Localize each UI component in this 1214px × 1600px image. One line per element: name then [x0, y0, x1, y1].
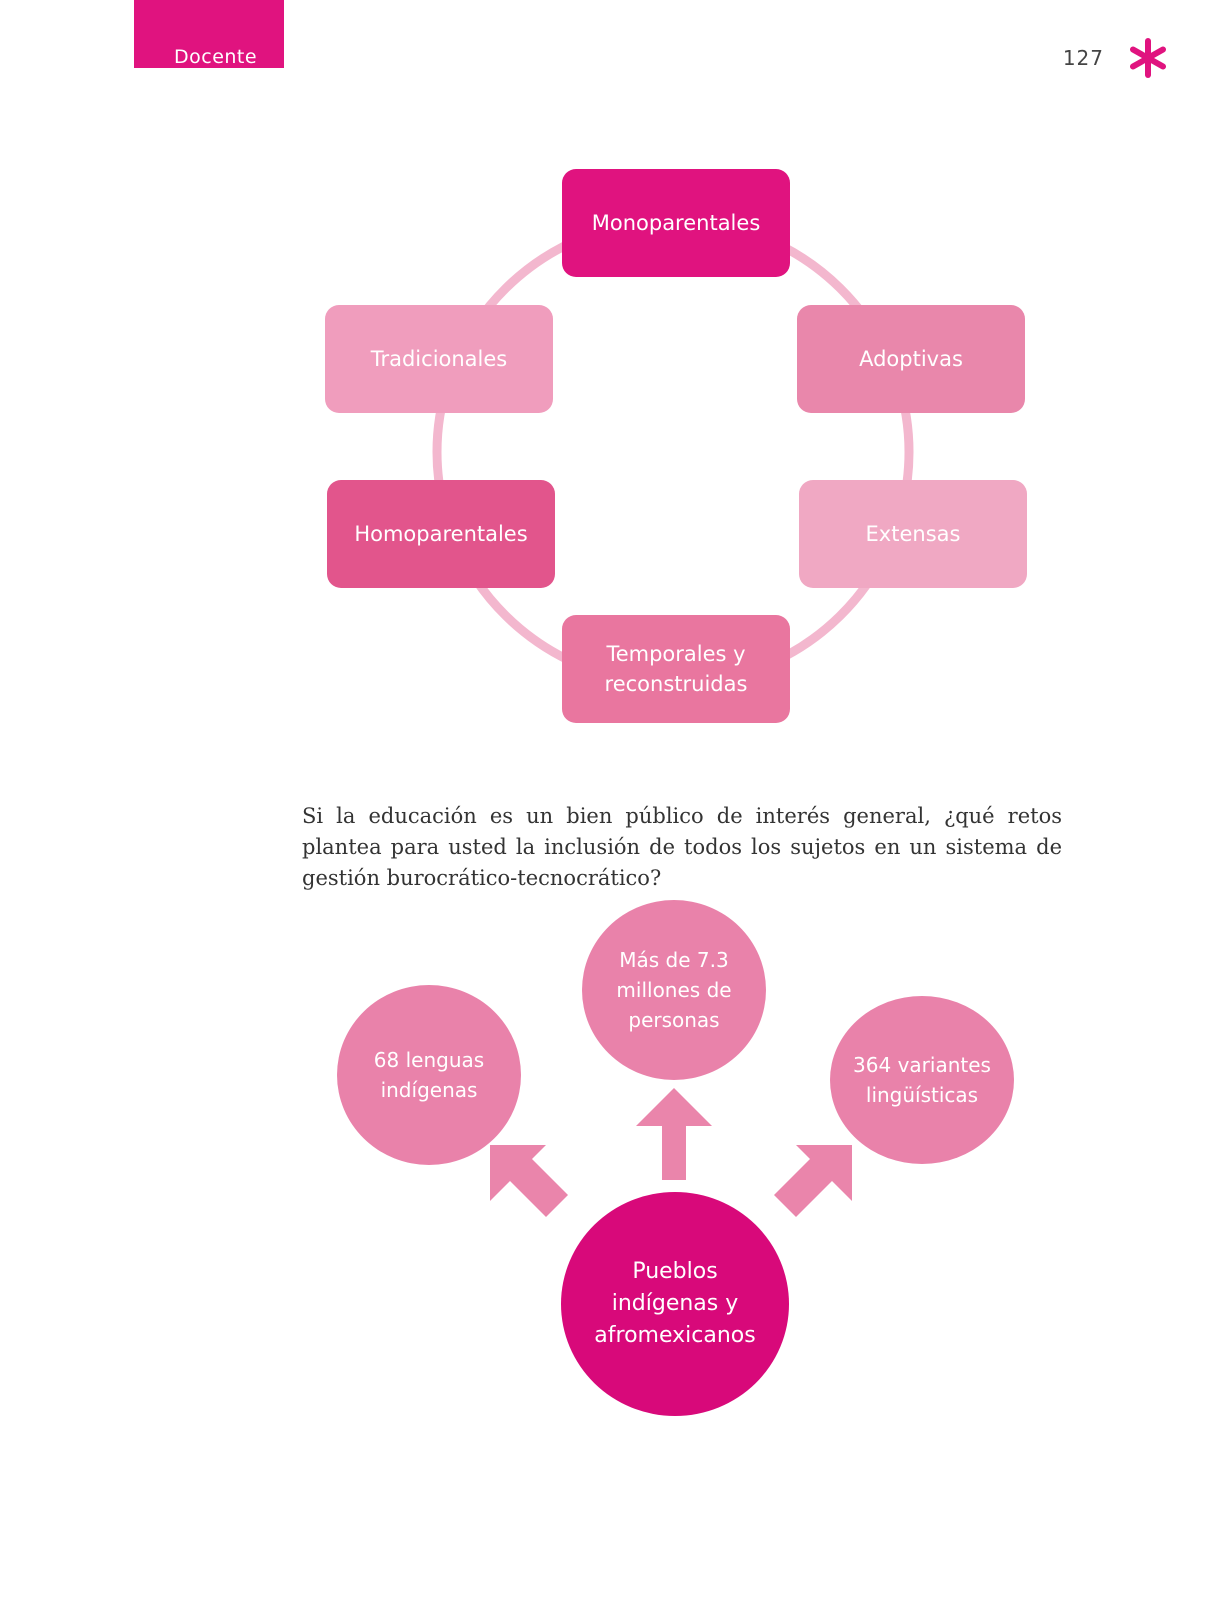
- family-type-label: Tradicionales: [370, 347, 508, 371]
- family-type-monoparentales: Monoparentales: [562, 169, 790, 277]
- family-type-label: Adoptivas: [859, 347, 963, 371]
- center-label: Pueblos indígenas y afromexicanos: [594, 1259, 756, 1348]
- page-number: 127: [1062, 46, 1104, 70]
- family-type-adoptivas: Adoptivas: [797, 305, 1025, 413]
- family-type-homoparentales: Homoparentales: [327, 480, 555, 588]
- stat-circle-variantes: 364 variantes lingüísticas: [830, 996, 1014, 1164]
- arrow-up-right-icon: [774, 1145, 852, 1217]
- section-tab: Docente: [134, 0, 284, 68]
- section-label: Docente: [174, 46, 258, 68]
- stat-circle-personas: Más de 7.3 millones de personas: [582, 900, 766, 1080]
- arrow-up-icon: [636, 1088, 712, 1180]
- family-type-extensas: Extensas: [799, 480, 1027, 588]
- arrow-up-left-icon: [490, 1145, 568, 1217]
- stat-circle-lenguas: 68 lenguas indígenas: [337, 985, 521, 1165]
- family-type-label: Extensas: [865, 522, 961, 546]
- family-type-label: Homoparentales: [354, 522, 528, 546]
- stat-label: Más de 7.3 millones de personas: [616, 948, 732, 1032]
- stat-label: 68 lenguas indígenas: [373, 1048, 485, 1102]
- family-type-tradicionales: Tradicionales: [325, 305, 553, 413]
- family-type-label: Temporales y reconstruidas: [604, 642, 748, 696]
- center-circle-pueblos: Pueblos indígenas y afromexicanos: [561, 1192, 789, 1416]
- family-type-temporales: Temporales y reconstruidas: [562, 615, 790, 723]
- family-type-label: Monoparentales: [591, 211, 761, 235]
- stat-label: 364 variantes lingüísticas: [853, 1053, 991, 1107]
- reflection-question: Si la educación es un bien público de in…: [302, 804, 1062, 890]
- asterisk-icon: [1130, 38, 1166, 78]
